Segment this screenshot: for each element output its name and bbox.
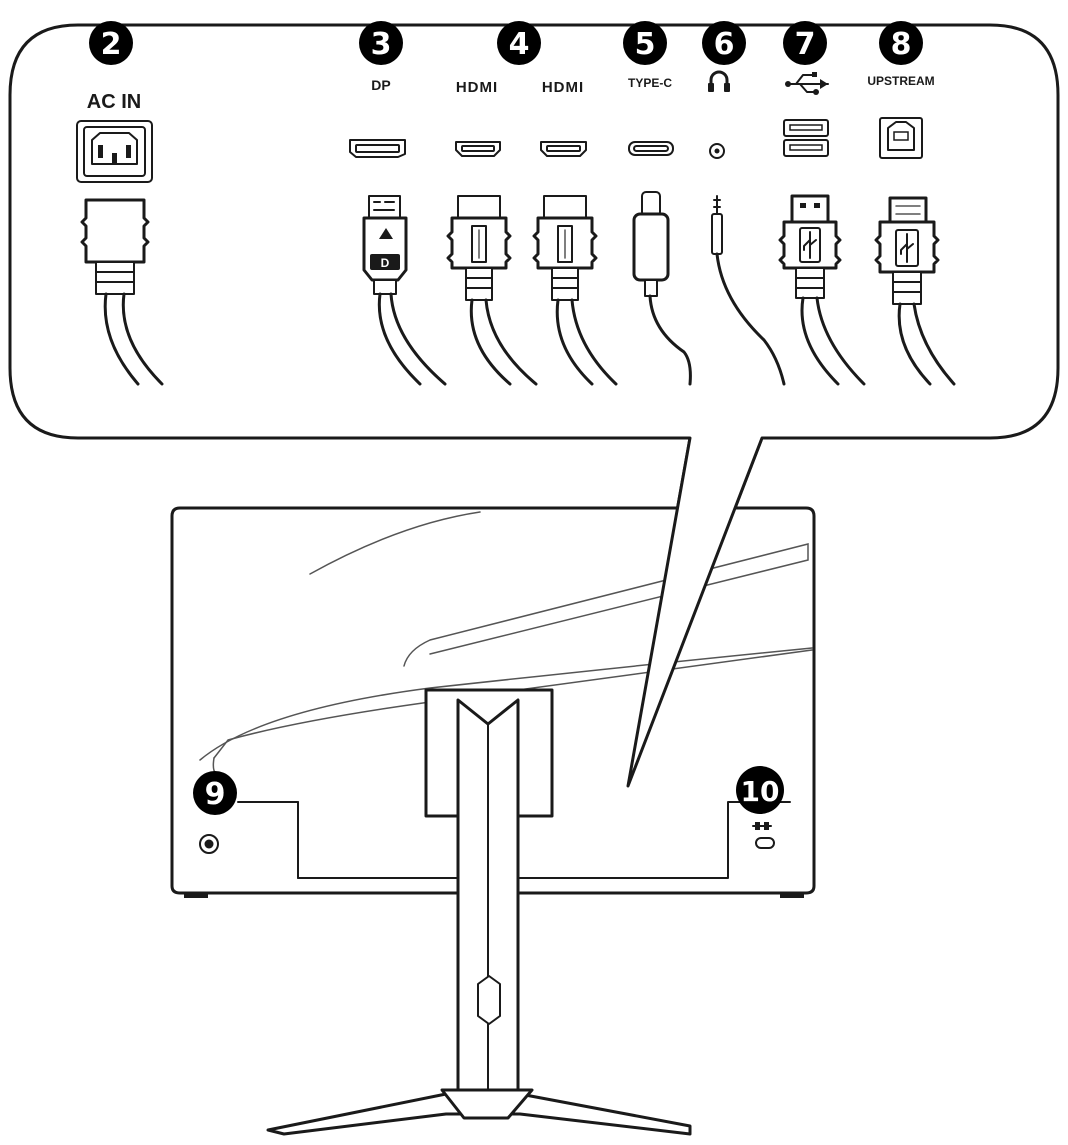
usb-c-port bbox=[628, 141, 674, 156]
usb-icon bbox=[785, 72, 829, 95]
badge-5: 5 bbox=[623, 21, 667, 65]
usb-b-plug bbox=[874, 196, 956, 386]
badge-3: 3 bbox=[359, 21, 403, 65]
monitor-stand bbox=[266, 698, 692, 1136]
hdmi-port-1 bbox=[455, 141, 501, 157]
svg-text:4: 4 bbox=[509, 27, 530, 62]
svg-text:5: 5 bbox=[635, 27, 656, 62]
kensington-lock-slot bbox=[755, 837, 775, 849]
badge-8: 8 bbox=[879, 21, 923, 65]
type-c-label: TYPE-C bbox=[628, 76, 672, 90]
audio-jack-port bbox=[709, 143, 725, 159]
svg-text:9: 9 bbox=[205, 777, 226, 812]
svg-text:2: 2 bbox=[101, 27, 122, 62]
badge-6: 6 bbox=[702, 21, 746, 65]
hdmi-label-1: HDMI bbox=[456, 79, 498, 96]
badge-7: 7 bbox=[783, 21, 827, 65]
audio-jack-plug bbox=[711, 195, 786, 386]
badge-4: 4 bbox=[497, 21, 541, 65]
monitor-rear-panel bbox=[170, 506, 816, 898]
displayport-port bbox=[349, 139, 406, 158]
displayport-plug: D bbox=[362, 195, 447, 386]
ac-power-plug bbox=[80, 198, 164, 386]
hdmi-port-2 bbox=[540, 141, 587, 157]
usb-a-plug bbox=[778, 194, 866, 386]
svg-text:8: 8 bbox=[891, 27, 912, 62]
usb-b-port bbox=[879, 117, 923, 159]
power-button bbox=[199, 834, 219, 854]
ac-in-label: AC IN bbox=[87, 91, 141, 113]
hdmi-label-2: HDMI bbox=[542, 79, 584, 96]
hdmi-plug-1 bbox=[446, 195, 538, 386]
svg-text:10: 10 bbox=[741, 775, 780, 808]
badge-2: 2 bbox=[89, 21, 133, 65]
svg-text:D: D bbox=[381, 256, 390, 270]
kensington-lock-icon bbox=[752, 822, 772, 830]
usb-a-ports bbox=[783, 119, 829, 157]
badge-9: 9 bbox=[193, 771, 237, 815]
ac-power-socket-icon bbox=[76, 120, 153, 183]
usb-c-plug bbox=[632, 191, 692, 386]
svg-text:3: 3 bbox=[371, 27, 392, 62]
badge-10: 10 bbox=[736, 766, 784, 814]
upstream-label: UPSTREAM bbox=[867, 74, 934, 88]
svg-text:6: 6 bbox=[714, 27, 735, 62]
hdmi-plug-2 bbox=[532, 195, 618, 386]
dp-label: DP bbox=[371, 77, 390, 93]
headphone-icon bbox=[708, 70, 730, 92]
svg-text:7: 7 bbox=[795, 27, 816, 62]
